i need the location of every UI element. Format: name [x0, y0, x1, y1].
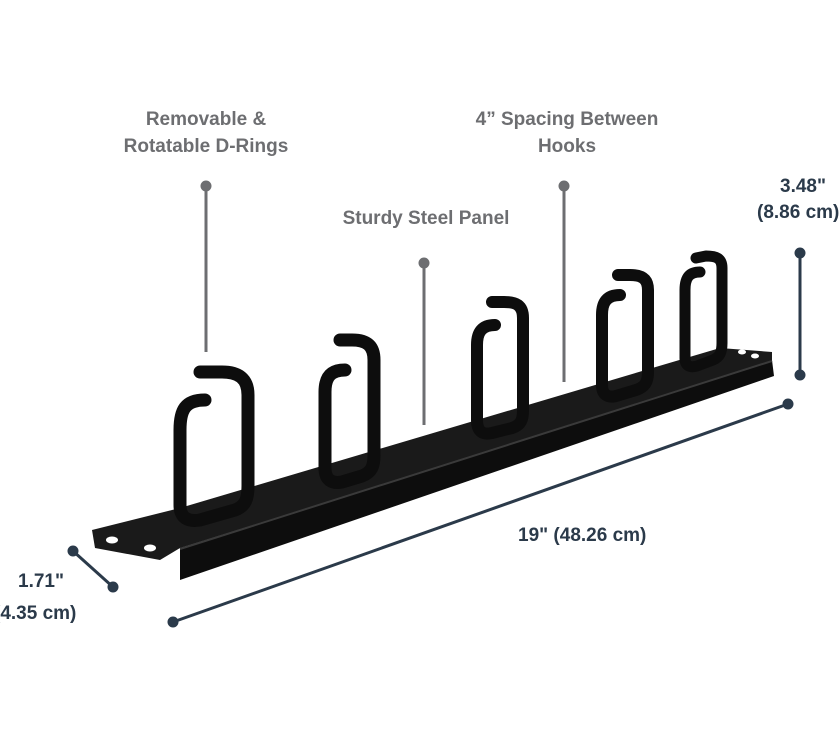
callout-spacing-line1: 4” Spacing Between — [475, 109, 659, 130]
d-ring-5 — [679, 250, 728, 373]
callout-rings-line2: Rotatable D-Rings — [123, 136, 289, 157]
d-ring-1 — [173, 365, 255, 527]
depth-inches-label: 1.71" — [18, 571, 64, 592]
callout-panel: Sturdy Steel Panel — [342, 208, 510, 229]
d-ring-4 — [596, 269, 654, 403]
depth-cm-label: (4.35 cm) — [0, 603, 77, 624]
callout-leader-rings — [200, 180, 212, 352]
callout-spacing-line2: Hooks — [537, 136, 597, 157]
d-ring-3 — [471, 296, 529, 440]
height-dimension-line — [794, 247, 806, 381]
callout-leader-spacing — [558, 180, 570, 382]
height-inches-label: 3.48" — [780, 176, 826, 197]
callout-leader-panel — [418, 257, 430, 425]
mounting-hole — [751, 353, 759, 359]
steel-panel — [92, 348, 774, 580]
depth-dimension-line — [67, 545, 119, 593]
length-label: 19" (48.26 cm) — [518, 525, 647, 546]
mounting-hole — [106, 536, 118, 544]
callout-spacing: 4” Spacing Between Hooks — [476, 106, 659, 160]
d-ring-2 — [318, 333, 381, 489]
mounting-hole — [738, 349, 746, 355]
mounting-hole — [144, 544, 156, 552]
callout-rings-line1: Removable & — [145, 109, 267, 130]
height-cm-label: (8.86 cm) — [757, 202, 840, 223]
callout-rings: Removable & Rotatable D-Rings — [124, 106, 289, 160]
length-dimension-line — [167, 398, 794, 628]
